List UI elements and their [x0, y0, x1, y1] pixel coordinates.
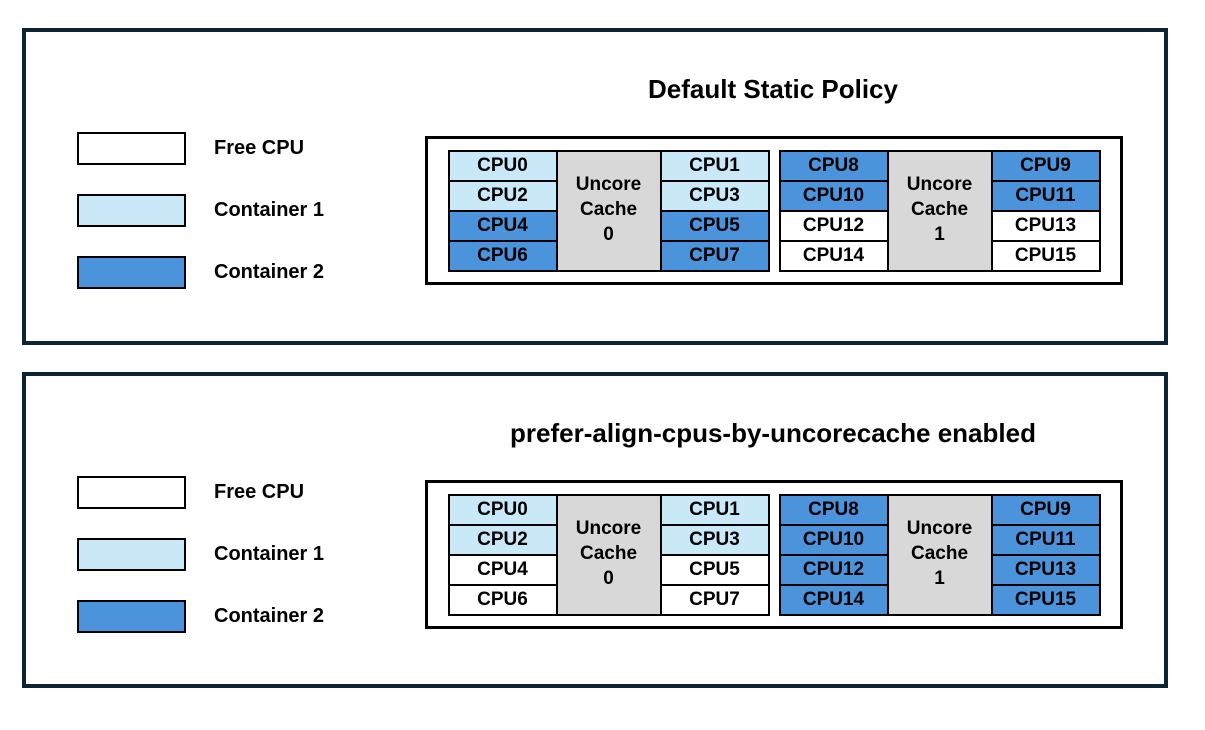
legend-label: Free CPU — [214, 481, 305, 503]
cpu-cell: CPU10 — [778, 523, 889, 556]
legend-swatch-free-cpu — [77, 476, 186, 509]
cpu-cell: CPU6 — [447, 583, 558, 616]
cpu-cell: CPU0 — [447, 493, 558, 526]
cache-label-line: 1 — [934, 567, 945, 589]
legend-item-free-cpu: Free CPU — [77, 132, 324, 165]
cpu-column-right: CPU1 CPU3 CPU5 CPU7 — [659, 149, 770, 272]
cpu-column-right: CPU9 CPU11 CPU13 CPU15 — [990, 493, 1101, 616]
cpu-cell: CPU3 — [659, 179, 770, 212]
cpu-cell: CPU2 — [447, 523, 558, 556]
cache-label-line: Uncore — [906, 174, 973, 196]
cpu-topology-diagram: CPU0 CPU2 CPU4 CPU6 Uncore Cache 0 CPU1 … — [425, 136, 1123, 285]
legend-item-container-1: Container 1 — [77, 538, 324, 571]
cpu-cell: CPU7 — [659, 583, 770, 616]
cpu-cell: CPU14 — [778, 583, 889, 616]
cache-label-line: Cache — [910, 543, 969, 565]
cpu-cell: CPU11 — [990, 179, 1101, 212]
cache-label-line: Cache — [910, 199, 969, 221]
cpu-cell: CPU13 — [990, 209, 1101, 242]
uncore-cache-1-block: CPU8 CPU10 CPU12 CPU14 Uncore Cache 1 CP… — [778, 149, 1101, 272]
cpu-column-right: CPU9 CPU11 CPU13 CPU15 — [990, 149, 1101, 272]
legend-item-container-2: Container 2 — [77, 600, 324, 633]
cpu-cell: CPU8 — [778, 493, 889, 526]
legend-swatch-container-1 — [77, 538, 186, 571]
cpu-cell: CPU1 — [659, 493, 770, 526]
cpu-cell: CPU15 — [990, 239, 1101, 272]
cpu-cell: CPU6 — [447, 239, 558, 272]
cpu-cell: CPU0 — [447, 149, 558, 182]
cache-label-line: Cache — [579, 543, 638, 565]
legend-swatch-container-1 — [77, 194, 186, 227]
uncore-cache-1-block: CPU8 CPU10 CPU12 CPU14 Uncore Cache 1 CP… — [778, 493, 1101, 616]
cache-label-line: Uncore — [906, 518, 973, 540]
cache-label-line: Uncore — [575, 174, 642, 196]
legend-label: Container 2 — [214, 261, 325, 283]
legend-swatch-free-cpu — [77, 132, 186, 165]
cpu-cell: CPU2 — [447, 179, 558, 212]
cpu-column-right: CPU1 CPU3 CPU5 CPU7 — [659, 493, 770, 616]
legend-label: Container 1 — [214, 199, 325, 221]
uncore-cache-cell: Uncore Cache 1 — [886, 493, 993, 616]
uncore-cache-cell: Uncore Cache 1 — [886, 149, 993, 272]
cpu-cell: CPU4 — [447, 553, 558, 586]
cpu-cell: CPU1 — [659, 149, 770, 182]
cpu-cell: CPU12 — [778, 209, 889, 242]
cpu-cell: CPU4 — [447, 209, 558, 242]
uncore-cache-0-block: CPU0 CPU2 CPU4 CPU6 Uncore Cache 0 CPU1 … — [447, 149, 770, 272]
cpu-cell: CPU11 — [990, 523, 1101, 556]
panel-title: prefer-align-cpus-by-uncorecache enabled — [510, 418, 1036, 448]
cache-label-line: Uncore — [575, 518, 642, 540]
legend: Free CPU Container 1 Container 2 — [77, 132, 324, 318]
cpu-cell: CPU15 — [990, 583, 1101, 616]
cpu-cell: CPU3 — [659, 523, 770, 556]
panel-title: Default Static Policy — [648, 74, 898, 104]
cpu-cell: CPU14 — [778, 239, 889, 272]
cpu-column-left: CPU8 CPU10 CPU12 CPU14 — [778, 493, 889, 616]
panel-prefer-align-cpus-by-uncorecache: prefer-align-cpus-by-uncorecache enabled… — [22, 372, 1168, 688]
legend-item-container-1: Container 1 — [77, 194, 324, 227]
legend-swatch-container-2 — [77, 256, 186, 289]
cpu-cell: CPU9 — [990, 149, 1101, 182]
uncore-cache-0-block: CPU0 CPU2 CPU4 CPU6 Uncore Cache 0 CPU1 … — [447, 493, 770, 616]
uncore-cache-cell: Uncore Cache 0 — [555, 493, 662, 616]
legend-label: Container 2 — [214, 605, 325, 627]
cpu-column-left: CPU0 CPU2 CPU4 CPU6 — [447, 493, 558, 616]
legend-item-free-cpu: Free CPU — [77, 476, 324, 509]
cache-label-line: 1 — [934, 223, 945, 245]
cpu-cell: CPU8 — [778, 149, 889, 182]
cpu-column-left: CPU8 CPU10 CPU12 CPU14 — [778, 149, 889, 272]
cpu-column-left: CPU0 CPU2 CPU4 CPU6 — [447, 149, 558, 272]
legend-label: Container 1 — [214, 543, 325, 565]
cpu-cell: CPU7 — [659, 239, 770, 272]
cache-label-line: Cache — [579, 199, 638, 221]
panel-default-static-policy: Default Static Policy Free CPU Container… — [22, 28, 1168, 345]
cpu-cell: CPU13 — [990, 553, 1101, 586]
legend-label: Free CPU — [214, 137, 305, 159]
uncore-cache-cell: Uncore Cache 0 — [555, 149, 662, 272]
cpu-cell: CPU5 — [659, 209, 770, 242]
cpu-cell: CPU9 — [990, 493, 1101, 526]
legend: Free CPU Container 1 Container 2 — [77, 476, 324, 662]
cache-label-line: 0 — [603, 223, 614, 245]
cpu-cell: CPU5 — [659, 553, 770, 586]
cache-label-line: 0 — [603, 567, 614, 589]
cpu-cell: CPU10 — [778, 179, 889, 212]
cpu-cell: CPU12 — [778, 553, 889, 586]
legend-swatch-container-2 — [77, 600, 186, 633]
legend-item-container-2: Container 2 — [77, 256, 324, 289]
cpu-topology-diagram: CPU0 CPU2 CPU4 CPU6 Uncore Cache 0 CPU1 … — [425, 480, 1123, 629]
